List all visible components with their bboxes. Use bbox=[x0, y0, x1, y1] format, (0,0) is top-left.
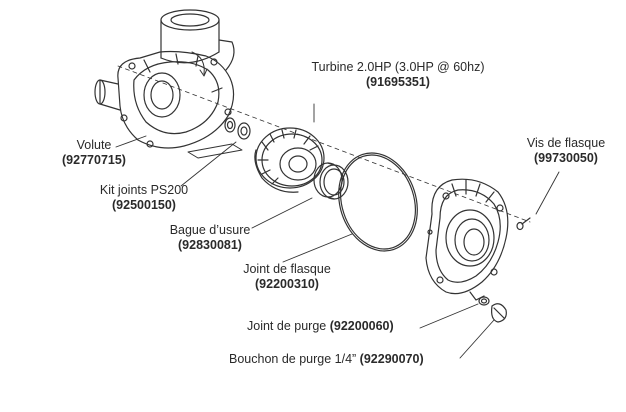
label-bouchon-name: Bouchon de purge 1/4” bbox=[229, 352, 357, 366]
seal-kit-part bbox=[187, 117, 251, 159]
label-volute-code: (92770715) bbox=[62, 153, 126, 167]
leader-lines bbox=[115, 103, 560, 359]
wear-ring-part bbox=[313, 162, 349, 200]
drain-parts bbox=[478, 296, 507, 323]
label-bague-name: Bague d’usure bbox=[169, 223, 251, 237]
cover-screw-part bbox=[516, 217, 531, 231]
label-kit-joints-code: (92500150) bbox=[112, 198, 176, 212]
label-volute-name: Volute bbox=[76, 138, 112, 152]
cover-plate-part bbox=[425, 178, 509, 301]
label-kit-joints: Kit joints PS200 (92500150) bbox=[84, 183, 204, 213]
label-kit-joints-name: Kit joints PS200 bbox=[99, 183, 189, 197]
label-joint-flasque-code: (92200310) bbox=[255, 277, 319, 291]
flange-gasket-part bbox=[338, 152, 418, 252]
label-turbine: Turbine 2.0HP (3.0HP @ 60hz) (91695351) bbox=[298, 60, 498, 90]
label-turbine-code: (91695351) bbox=[366, 75, 430, 89]
volute-part bbox=[94, 9, 235, 149]
label-joint-flasque: Joint de flasque (92200310) bbox=[232, 262, 342, 292]
label-bague: Bague d’usure (92830081) bbox=[160, 223, 260, 253]
label-volute: Volute (92770715) bbox=[54, 138, 134, 168]
label-turbine-name: Turbine 2.0HP (3.0HP @ 60hz) bbox=[311, 60, 485, 74]
assembly-axis bbox=[117, 65, 531, 223]
label-vis: Vis de flasque (99730050) bbox=[514, 136, 618, 166]
label-joint-purge-name: Joint de purge bbox=[247, 319, 327, 333]
label-bouchon-code: (92290070) bbox=[359, 352, 424, 366]
turbine-part bbox=[254, 127, 325, 193]
label-vis-name: Vis de flasque bbox=[526, 136, 606, 150]
label-joint-flasque-name: Joint de flasque bbox=[243, 262, 331, 276]
label-joint-purge-code: (92200060) bbox=[329, 319, 394, 333]
label-bague-code: (92830081) bbox=[178, 238, 242, 252]
label-bouchon: Bouchon de purge 1/4” (92290070) bbox=[229, 352, 424, 367]
label-joint-purge: Joint de purge (92200060) bbox=[247, 319, 394, 334]
label-vis-code: (99730050) bbox=[534, 151, 598, 165]
